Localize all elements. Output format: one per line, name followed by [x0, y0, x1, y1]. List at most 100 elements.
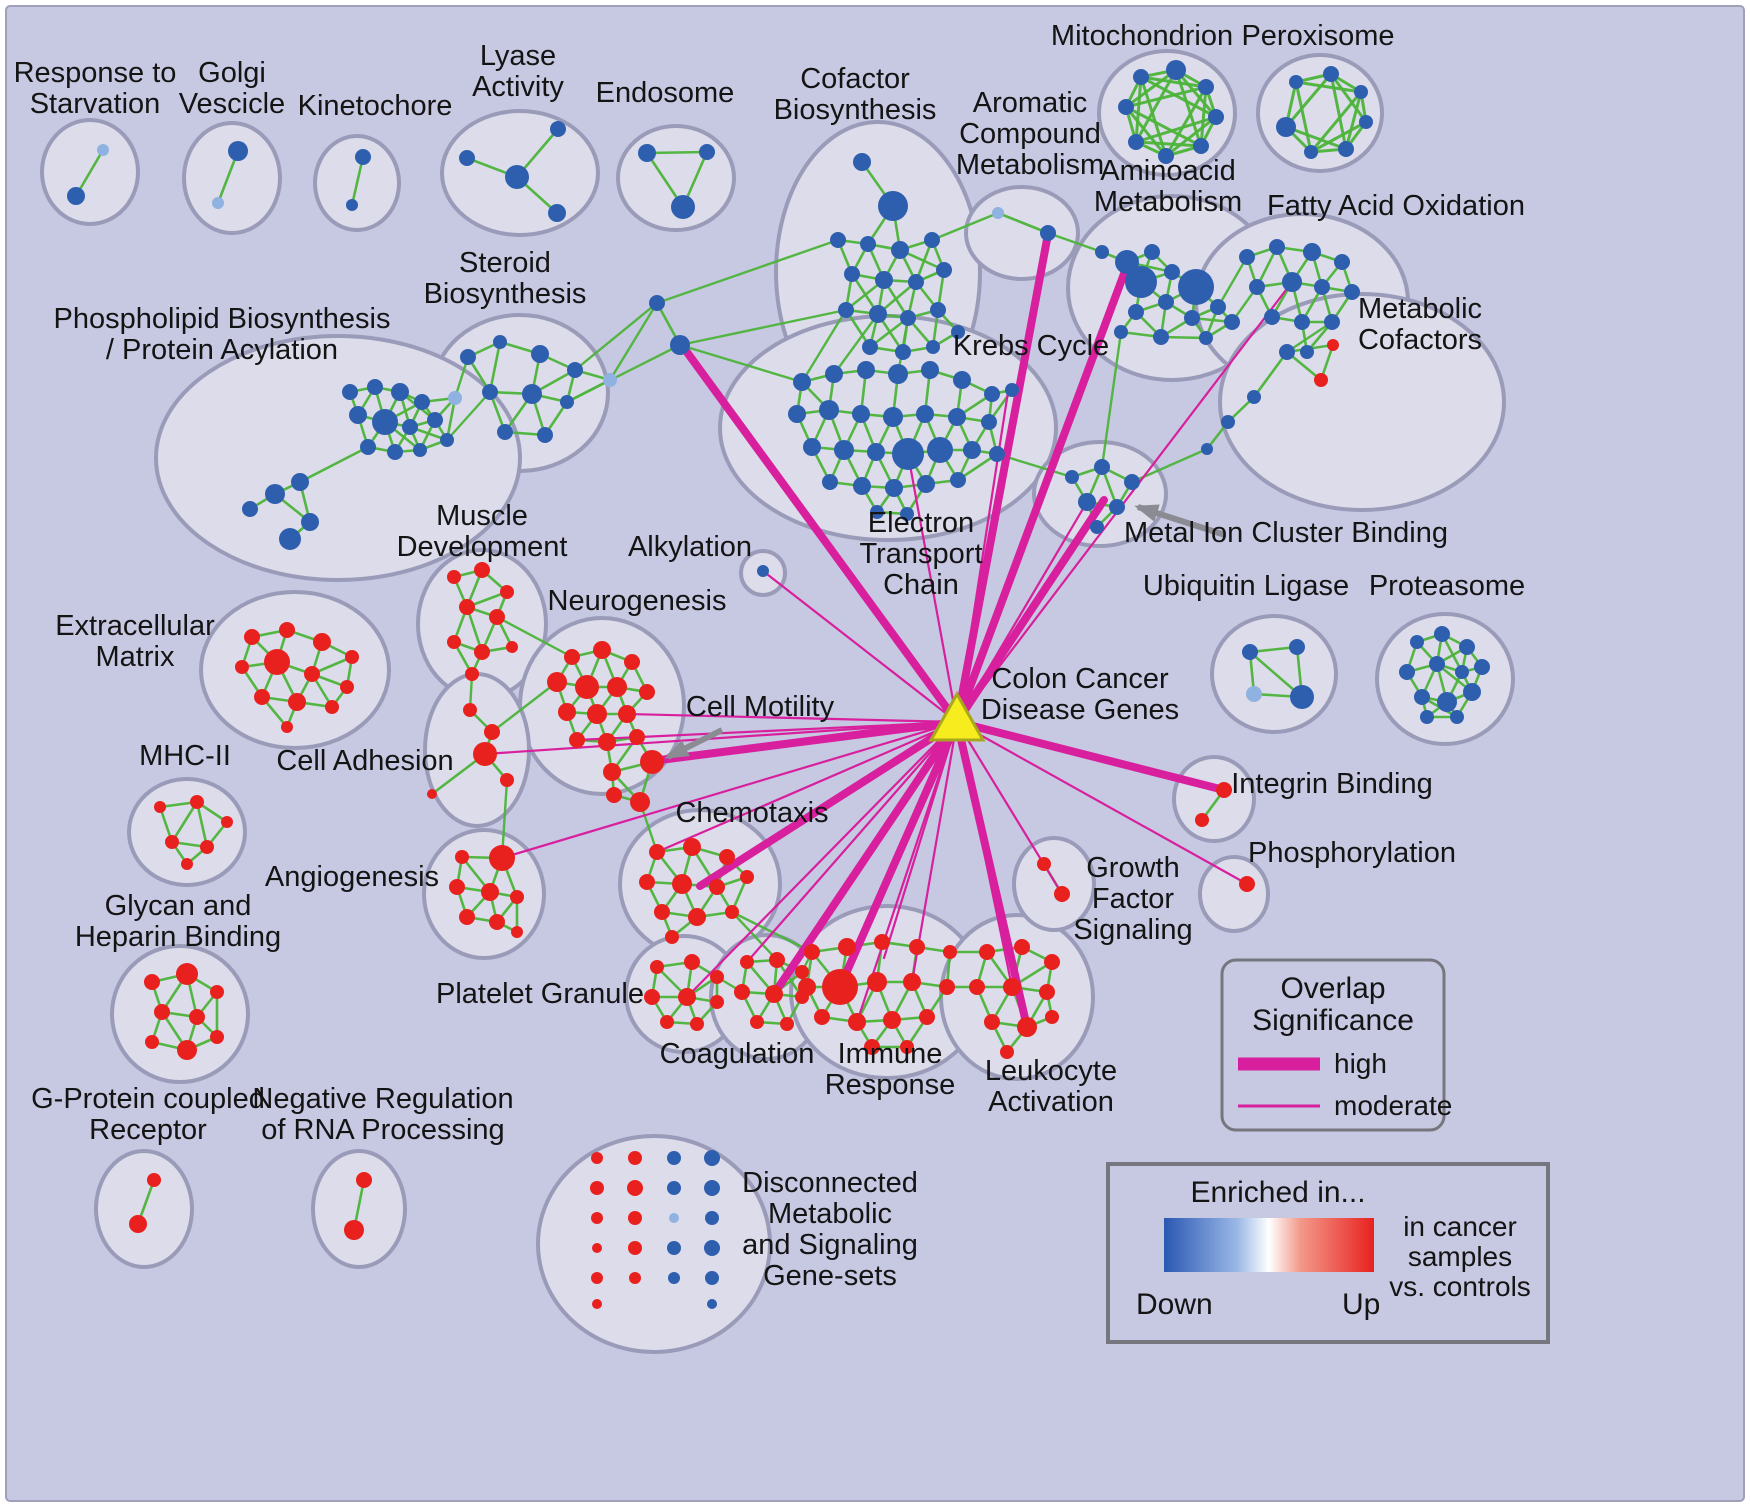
label-line: Factor	[1092, 883, 1175, 915]
gene-set-node	[67, 187, 85, 205]
layer-hub	[928, 690, 986, 742]
overlap-link-high	[677, 340, 961, 726]
label-line: and Signaling	[742, 1229, 918, 1261]
gene-set-node	[598, 733, 616, 751]
gene-set-node	[304, 666, 320, 682]
gene-set-node	[484, 724, 500, 740]
gene-set-node	[979, 944, 995, 960]
enrichment-edge	[1165, 115, 1217, 158]
gene-set-node	[154, 1004, 170, 1020]
pointer-arrow	[1134, 504, 1226, 538]
gene-set-node	[402, 419, 418, 435]
label-line: Biosynthesis	[424, 278, 587, 310]
gene-set-node	[212, 197, 224, 209]
legend-overlap-box	[1220, 958, 1446, 1132]
gene-set-node	[1429, 656, 1445, 672]
gene-set-node	[926, 340, 940, 354]
gene-set-node	[989, 446, 1005, 462]
gene-set-node	[391, 383, 409, 401]
gene-set-node	[560, 395, 574, 409]
inter-cluster-edge	[800, 309, 848, 383]
gene-set-node	[867, 972, 887, 992]
gene-set-node	[355, 149, 371, 165]
enrichment-edge	[997, 211, 1049, 235]
gene-set-node	[1474, 659, 1490, 675]
gene-set-node	[984, 1014, 1000, 1030]
label-line: Biosynthesis	[774, 94, 937, 126]
gene-set-node	[481, 883, 499, 901]
disease-genes-hub-triangle	[928, 690, 986, 742]
label-integrin-binding: Integrin Binding	[1231, 768, 1433, 800]
inter-cluster-edge	[679, 343, 803, 384]
gene-set-node	[900, 310, 916, 326]
gene-set-node	[279, 622, 295, 638]
inter-cluster-edge	[1100, 331, 1123, 468]
gene-set-node	[649, 295, 665, 311]
label-coagulation: Coagulation	[660, 1038, 815, 1070]
label-line: Cofactor	[800, 63, 910, 95]
gene-set-node	[630, 792, 650, 812]
enrichment-gradient-bar	[1164, 1218, 1374, 1272]
gene-set-node	[867, 443, 885, 461]
gene-set-node	[1198, 79, 1214, 95]
label-fatty-acid-oxidation: Fatty Acid Oxidation	[1267, 190, 1525, 222]
gene-set-node	[1193, 138, 1209, 154]
gene-set-node	[930, 302, 946, 318]
label-line: Proteasome	[1369, 570, 1525, 602]
overlap-link-moderate	[906, 452, 959, 724]
gene-set-node	[769, 952, 785, 968]
gene-set-node	[1118, 99, 1134, 115]
enrichment-edge	[1252, 351, 1289, 398]
gene-set-node	[1144, 244, 1160, 260]
label-line: Negative Regulation	[252, 1083, 513, 1115]
gene-set-node	[628, 1211, 642, 1225]
gene-set-node	[1090, 520, 1104, 534]
gene-set-node	[704, 1240, 720, 1256]
label-mhc-ii: MHC-II	[139, 740, 231, 772]
label-line: Immune	[838, 1038, 943, 1070]
gene-set-node	[709, 879, 725, 895]
enrichment-edge	[1295, 80, 1362, 94]
overlap-link-high	[953, 718, 1228, 794]
gene-set-node	[665, 930, 679, 944]
label-line: Cofactors	[1358, 324, 1482, 356]
enrichment-edge	[488, 341, 502, 393]
gene-set-node	[825, 365, 843, 383]
gene-set-node	[838, 302, 854, 318]
enrichment-edge	[1309, 91, 1363, 153]
gene-set-node	[660, 1015, 674, 1029]
gene-set-node	[547, 672, 567, 692]
cluster-extracellular-matrix	[199, 590, 391, 750]
gene-set-node	[1334, 254, 1350, 270]
gene-set-node	[1158, 294, 1174, 310]
cluster-metal-ion-cluster-binding	[1032, 440, 1168, 548]
gene-set-node	[510, 890, 524, 904]
gene-set-node	[888, 364, 908, 384]
gene-set-node	[1184, 310, 1200, 326]
gene-set-node	[413, 443, 427, 457]
gene-set-node	[147, 1173, 161, 1187]
gene-set-node	[1158, 148, 1174, 164]
gene-set-node	[455, 850, 469, 864]
enrichment-edge	[1125, 85, 1207, 109]
cluster-phosphorylation	[1198, 855, 1270, 933]
gene-set-node	[344, 1220, 364, 1240]
gene-set-node	[892, 438, 924, 470]
gene-set-node	[1247, 390, 1261, 404]
gene-set-node	[671, 195, 695, 219]
gene-set-node	[639, 684, 655, 700]
label-line: Lyase	[480, 40, 556, 72]
gene-set-node	[834, 440, 854, 460]
gene-set-node	[618, 705, 636, 723]
gene-set-node	[853, 153, 871, 171]
gene-set-node	[688, 908, 706, 926]
gene-set-node	[1003, 978, 1021, 996]
label-line: Response to	[14, 57, 177, 89]
gene-set-node	[885, 479, 903, 497]
label-line: Vescicle	[179, 88, 285, 120]
gene-set-node	[342, 384, 358, 400]
gene-set-node	[587, 704, 607, 724]
